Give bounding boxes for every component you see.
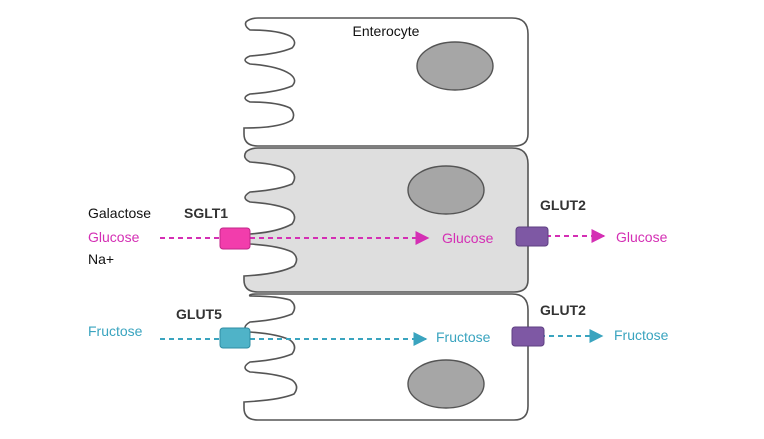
input-fructose-label: Fructose [88, 323, 143, 339]
glut5-transporter [219, 327, 251, 349]
sglt1-transporter [219, 227, 251, 250]
enterocyte-cell-middle [243, 147, 529, 293]
sglt1-label: SGLT1 [184, 205, 228, 221]
nucleus-top [416, 41, 494, 91]
glut5-label: GLUT5 [176, 306, 222, 322]
glut2-top-transporter [515, 226, 549, 247]
input-galactose-label: Galactose [88, 205, 151, 221]
glut2-top-label: GLUT2 [540, 197, 586, 213]
nucleus-bottom [407, 359, 485, 409]
input-glucose-label: Glucose [88, 229, 140, 245]
intracellular-glucose-label: Glucose [442, 230, 494, 246]
enterocyte-cell-bottom [243, 293, 529, 421]
cell-label: Enterocyte [353, 23, 420, 39]
intracellular-fructose-label: Fructose [436, 329, 491, 345]
glut2-bottom-transporter [511, 326, 545, 347]
output-glucose-label: Glucose [616, 229, 668, 245]
input-sodium-label: Na+ [88, 251, 114, 267]
output-fructose-label: Fructose [614, 327, 669, 343]
nucleus-middle [407, 165, 485, 215]
glut2-bottom-label: GLUT2 [540, 302, 586, 318]
